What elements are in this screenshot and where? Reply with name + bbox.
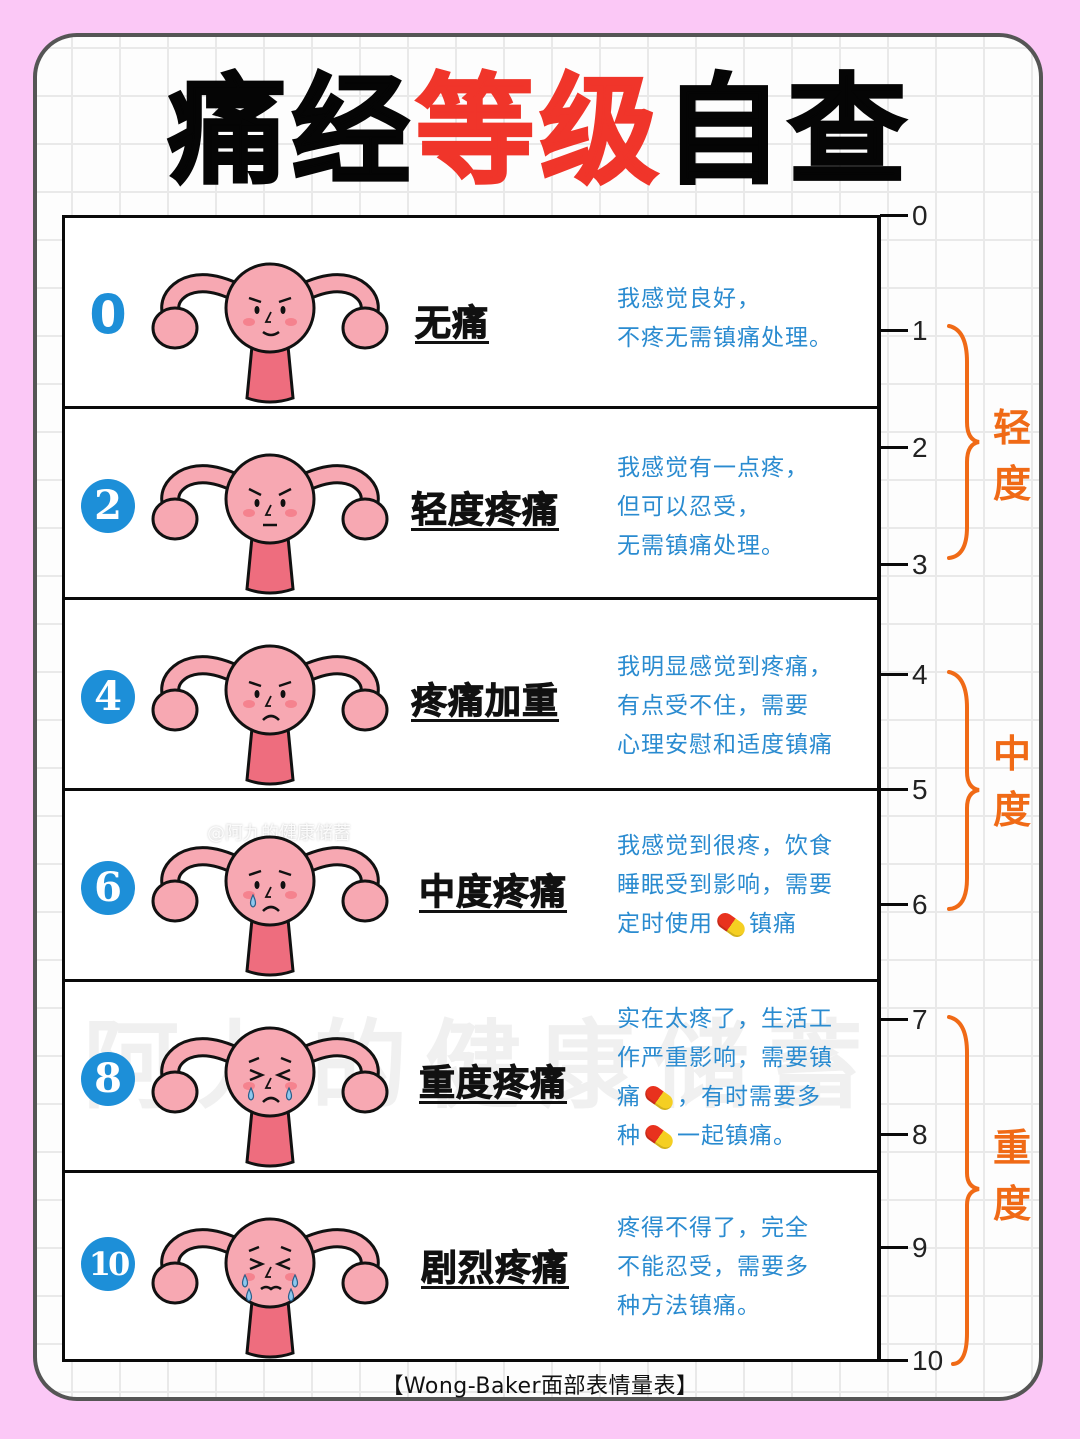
uterus-frowning-face-icon	[151, 644, 389, 786]
tick-label: 7	[912, 1004, 928, 1035]
level-name: 无痛	[414, 303, 490, 345]
score-badge: 6	[81, 861, 135, 915]
title-part-2: 等级	[414, 62, 664, 200]
tick-label: 4	[912, 659, 928, 690]
score-badge: 0	[89, 283, 127, 346]
score-badge: 4	[81, 670, 135, 724]
score-badge: 8	[81, 1052, 135, 1106]
level-name: 中度疼痛	[418, 872, 568, 914]
level-description: 实在太疼了，生活工 作严重影响，需要镇 痛，有时需要多 种一起镇痛。	[617, 1000, 833, 1156]
pill-capsule-icon	[642, 1121, 676, 1152]
level-description: 我感觉到很疼，饮食 睡眠受到影响，需要 定时使用镇痛	[617, 827, 833, 944]
tick-label: 8	[912, 1119, 928, 1150]
brace-severe-icon	[947, 1015, 980, 1366]
pain-row-10: 10 剧烈疼痛 疼得不得了，完全 不能忍受，需要多 种方法镇痛。	[65, 1173, 877, 1364]
tick-label: 10	[912, 1345, 944, 1376]
brace-moderate-icon	[947, 670, 980, 911]
severity-label-mild: 轻度	[992, 406, 1031, 506]
page-title: 痛经等级自查	[0, 65, 1080, 198]
level-name: 轻度疼痛	[410, 490, 560, 532]
tick-1	[880, 329, 908, 332]
level-description: 我感觉有一点疼， 但可以忍受， 无需镇痛处理。	[617, 455, 809, 559]
tick-label: 9	[912, 1232, 928, 1263]
pill-capsule-icon	[642, 1082, 676, 1113]
title-part-1: 痛经	[166, 62, 416, 200]
tick-label: 6	[912, 889, 928, 920]
tick-10	[880, 1359, 908, 1362]
tick-0	[880, 214, 908, 217]
pain-level-table: 阿九的健康储蓄 0 无痛 我感觉良好， 不疼无需镇痛处理。 2	[62, 215, 880, 1362]
severity-label-moderate: 中度	[992, 732, 1031, 832]
pain-row-2: 2 轻度疼痛 我感觉有一点疼， 但可以忍受， 无需镇痛处理。	[65, 409, 877, 600]
tick-3	[880, 563, 908, 566]
score-badge: 10	[81, 1237, 135, 1291]
tick-label: 5	[912, 774, 928, 805]
pill-capsule-icon	[714, 909, 748, 940]
pain-scale-axis	[878, 215, 881, 1362]
pain-row-4: 4 疼痛加重 我明显感觉到疼痛， 有点受不住，需要 心理安慰和适度镇痛	[65, 600, 877, 791]
tick-7	[880, 1018, 908, 1021]
tick-8	[880, 1133, 908, 1136]
pain-row-8: 8 重度疼痛 实在太疼了，生活工 作严重影响，需要镇 痛，有时需要多 种一起镇痛…	[65, 982, 877, 1173]
scale-source-caption: 【Wong-Baker面部表情量表】	[381, 1374, 699, 1399]
tick-label: 2	[912, 432, 928, 463]
level-description: 我明显感觉到疼痛， 有点受不住，需要 心理安慰和适度镇痛	[617, 654, 833, 758]
level-description: 我感觉良好， 不疼无需镇痛处理。	[617, 286, 833, 351]
uterus-crying-squint-face-icon	[151, 1026, 389, 1168]
uterus-neutral-face-icon	[151, 453, 389, 595]
pain-row-0: 0 无痛 我感觉良好， 不疼无需镇痛处理。	[65, 218, 877, 409]
level-name: 剧烈疼痛	[420, 1248, 570, 1290]
level-name: 重度疼痛	[418, 1063, 568, 1105]
level-description: 疼得不得了，完全 不能忍受，需要多 种方法镇痛。	[617, 1215, 809, 1319]
tick-4	[880, 673, 908, 676]
tick-label: 3	[912, 549, 928, 580]
pain-row-6: @阿九的健康储蓄 6 中度疼痛 我感觉到很疼，饮食 睡眠受到影响，需要 定时使用…	[65, 791, 877, 982]
uterus-crying-face-icon	[151, 835, 389, 977]
severity-label-severe: 重度	[992, 1126, 1031, 1226]
tick-2	[880, 446, 908, 449]
tick-9	[880, 1246, 908, 1249]
uterus-smiling-face-icon	[151, 262, 389, 404]
tick-label: 1	[912, 315, 928, 346]
title-part-3: 自查	[662, 62, 913, 200]
watermark-handle: @阿九的健康储蓄	[207, 823, 351, 844]
uterus-crying-heavy-face-icon	[151, 1217, 389, 1359]
level-name: 疼痛加重	[410, 681, 560, 723]
tick-5	[880, 788, 908, 791]
brace-mild-icon	[947, 324, 980, 560]
score-badge: 2	[81, 479, 135, 533]
tick-6	[880, 903, 908, 906]
tick-label: 0	[912, 200, 928, 231]
